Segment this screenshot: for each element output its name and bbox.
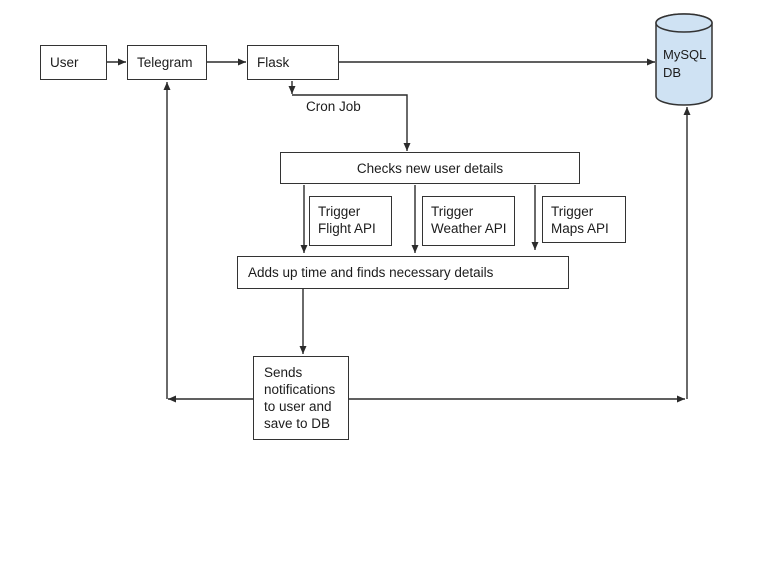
cron-job-edge-label: Cron Job [306,99,361,114]
node-trigger-weather-api: Trigger Weather API [422,196,515,246]
node-trigger-maps-api: Trigger Maps API [542,196,626,243]
mysql-db-cylinder [655,13,713,106]
node-user: User [40,45,107,80]
node-mysql-db-label: MySQL DB [663,47,706,80]
node-adds-up-time: Adds up time and finds necessary details [237,256,569,289]
node-checks-new-user-details: Checks new user details [280,152,580,184]
node-sends-notifications: Sends notifications to user and save to … [253,356,349,440]
node-flask: Flask [247,45,339,80]
edge-cron-checks [292,94,411,151]
node-telegram: Telegram [127,45,207,80]
node-trigger-flight-api: Trigger Flight API [309,196,392,246]
